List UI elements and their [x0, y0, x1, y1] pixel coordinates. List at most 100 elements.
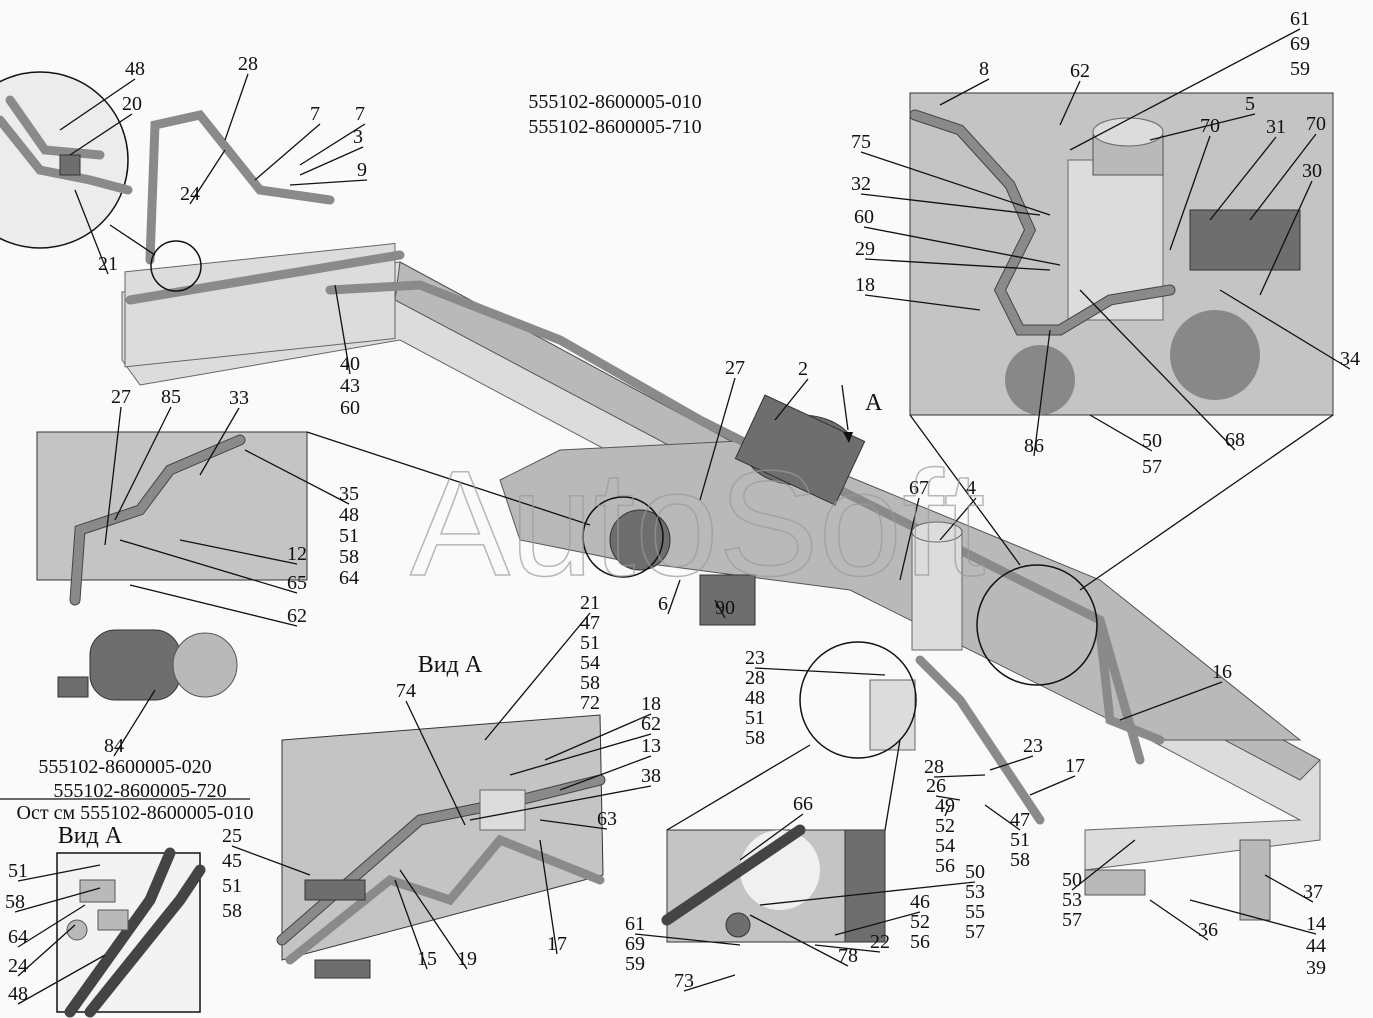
callout-number: 64 [8, 926, 28, 948]
callout-number: 75 [851, 131, 871, 153]
callout-number: 47 [1010, 809, 1030, 831]
callout-number: 28 [238, 53, 258, 75]
assembly-code-1: 555102-8600005-010 [528, 91, 701, 113]
callout-m-28: 28 [924, 756, 944, 778]
callout-number: 67 [909, 477, 929, 499]
leader-line [935, 795, 961, 801]
leader-line [113, 689, 156, 757]
callout-l-12: 12 [287, 543, 307, 565]
callout-number: 54 [935, 835, 955, 857]
leader-line [231, 845, 311, 876]
view-a-small [0, 798, 250, 1018]
callout-number: 15 [417, 948, 437, 970]
callout-tr-5: 5 [1245, 93, 1255, 115]
leader-line [114, 406, 172, 521]
main-view-title: Вид А [418, 652, 483, 678]
leader-line [59, 78, 136, 131]
view-arrow-label: A [865, 390, 883, 416]
leader-line [1169, 135, 1211, 251]
callout-tr-86: 86 [1024, 435, 1044, 457]
callout-number: 64 [339, 567, 359, 589]
callout-number: 23 [1023, 735, 1043, 757]
watermark: AutoSoft [410, 439, 985, 607]
leader-line [860, 151, 1051, 216]
leader-line [179, 539, 298, 565]
callout-number: 18 [855, 274, 875, 296]
callout-number: 27 [725, 357, 745, 379]
callout-l-27: 27 [111, 386, 131, 408]
leader-line [774, 378, 809, 421]
callout-tr-30: 30 [1302, 160, 1322, 182]
callout-number: 59 [1290, 58, 1310, 80]
callout-va-38: 38 [641, 765, 661, 787]
callout-number: 27 [111, 386, 131, 408]
leader-line [399, 869, 468, 970]
callout-number: 52 [910, 911, 930, 933]
callout-number: 51 [580, 632, 600, 654]
callout-va-74: 74 [396, 680, 416, 702]
callout-number: 48 [125, 58, 145, 80]
callout-number: 74 [396, 680, 416, 702]
leader-line [199, 407, 240, 476]
callout-number: 62 [287, 605, 307, 627]
callout-number: 48 [8, 983, 28, 1005]
callout-va-19: 19 [457, 948, 477, 970]
callout-number: 50 [1062, 869, 1082, 891]
leader-line [933, 774, 986, 778]
callout-b-73: 73 [674, 970, 694, 992]
variant-code-2: 555102-8600005-720 [53, 780, 226, 802]
callout-number: 45 [222, 850, 242, 872]
leader-line [1079, 289, 1236, 451]
leader-line [129, 584, 298, 627]
callout-va-18: 18 [641, 693, 661, 715]
callout-tl-9: 9 [357, 159, 367, 181]
callout-number: 38 [641, 765, 661, 787]
callout-l-62: 62 [287, 605, 307, 627]
callout-number: 35 [339, 483, 359, 505]
leader-line [119, 539, 298, 594]
callout-m-26: 26 [926, 775, 946, 797]
leader-line [104, 406, 122, 546]
callout-number: 14 [1306, 913, 1326, 935]
leader-lines [14, 28, 1351, 1005]
leader-line [289, 179, 368, 186]
callout-tr-75: 75 [851, 131, 871, 153]
callout-m-6: 6 [658, 593, 668, 615]
assembly-code-2: 555102-8600005-710 [528, 116, 701, 138]
callout-number: 55 [965, 901, 985, 923]
callout-va-13: 13 [641, 735, 661, 757]
callout-number: 28 [745, 667, 765, 689]
callout-number: 47 [580, 612, 600, 634]
callout-number: 6 [658, 593, 668, 615]
callout-number: 8 [979, 58, 989, 80]
callout-number: 52 [935, 815, 955, 837]
leader-line [939, 78, 990, 106]
leader-line [860, 193, 1041, 216]
callout-number: 36 [1198, 919, 1218, 941]
leader-line [754, 667, 886, 676]
leader-line [224, 73, 249, 141]
leader-line [667, 579, 681, 615]
callout-number: 34 [1340, 348, 1360, 370]
callout-va-17: 17 [547, 933, 567, 955]
callout-number: 33 [229, 387, 249, 409]
callout-number: 39 [1306, 957, 1326, 979]
callout-number: 50 [1142, 430, 1162, 452]
leader-line [394, 879, 428, 970]
leader-line [984, 804, 1021, 831]
callout-number: 48 [339, 504, 359, 526]
leader-line [989, 755, 1034, 771]
leader-line [864, 258, 1051, 271]
callout-m-90: 90 [715, 597, 735, 619]
leader-line [189, 149, 226, 205]
leader-line [759, 881, 976, 906]
